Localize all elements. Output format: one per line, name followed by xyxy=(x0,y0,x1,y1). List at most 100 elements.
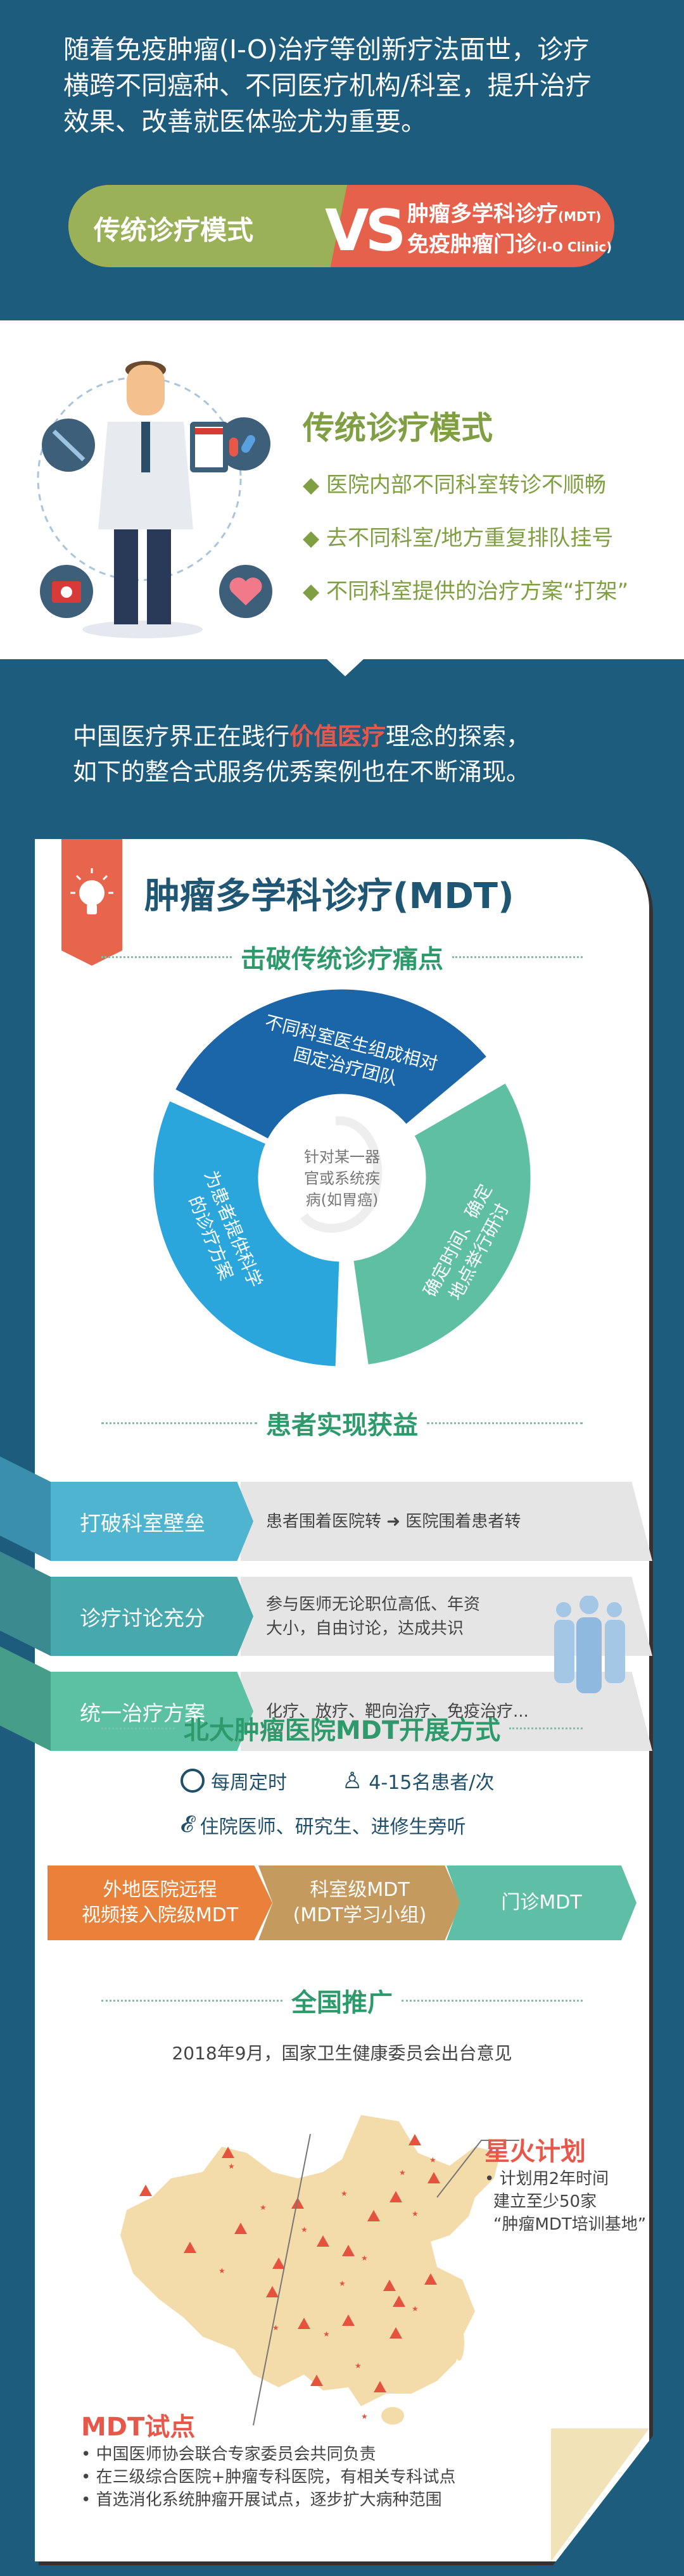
benefit-row: 打破科室壁垒 患者围着医院转 ➜ 医院围着患者转 xyxy=(51,1482,652,1561)
text: 4-15名患者/次 xyxy=(369,1772,495,1794)
pilot-marker-icon xyxy=(390,2327,402,2339)
pilot-marker-icon xyxy=(272,2257,285,2269)
spark-marker-icon: ★ xyxy=(218,2266,225,2275)
spark-marker-icon: ★ xyxy=(412,2209,419,2218)
spark-marker-icon: ★ xyxy=(355,2361,362,2370)
cycle-center: 针对某一器 官或系统疾 病(如胃癌) xyxy=(279,1146,405,1211)
vs-right-text: 肿瘤多学科诊疗 xyxy=(407,201,558,227)
pilot-marker-icon xyxy=(374,2381,386,2392)
pilot-marker-icon xyxy=(310,2375,323,2386)
spark-title: 星火计划 xyxy=(484,2137,586,2166)
vs-mark: VS xyxy=(325,198,407,264)
spark-marker-icon: ★ xyxy=(429,2156,436,2164)
text: 病(如胃癌) xyxy=(305,1191,379,1209)
vs-background xyxy=(68,185,614,267)
text: 理念的探索， xyxy=(386,723,531,750)
spark-marker-icon: ★ xyxy=(301,2225,308,2234)
medkit-icon xyxy=(40,565,93,618)
text: 建立至少50家 xyxy=(493,2192,597,2211)
section-header: 患者实现获益 xyxy=(101,1405,583,1441)
spark-marker-icon: ★ xyxy=(412,2304,419,2313)
schedule-info: 每周定时 xyxy=(180,1767,287,1795)
pilot-marker-icon xyxy=(266,2286,279,2297)
pilot-marker-icon xyxy=(184,2242,196,2253)
pilot-marker-icon xyxy=(408,2134,421,2145)
spark-marker-icon: ★ xyxy=(361,2254,368,2263)
benefit-label: 统一治疗方案 xyxy=(80,1700,205,1726)
spark-marker-icon: ★ xyxy=(228,2162,235,2171)
traditional-item: ◆ 去不同科室/地方重复排队挂号 xyxy=(303,526,614,551)
text: • 计划用2年时间 xyxy=(484,2169,609,2188)
stomach-icon xyxy=(300,1116,383,1233)
pilot-marker-icon xyxy=(222,2147,234,2158)
traditional-title: 传统诊疗模式 xyxy=(303,410,493,446)
text: • 首选消化系统肿瘤开展试点，逐步扩大病种范围 xyxy=(81,2491,442,2510)
spark-marker-icon: ★ xyxy=(260,2203,267,2212)
section-title: 北大肿瘤医院MDT开展方式 xyxy=(183,1716,501,1745)
bookmark-badge xyxy=(61,839,122,966)
text: 官或系统疾 xyxy=(304,1170,380,1187)
pilot-title: MDT试点 xyxy=(81,2413,196,2442)
text: 住院医师、研究生、进修生旁听 xyxy=(200,1816,466,1838)
people-icon xyxy=(554,1596,625,1693)
pilot-marker-icon xyxy=(367,2210,380,2221)
section-header: 全国推广 xyxy=(101,1982,583,2019)
vs-right-suffix: (I-O Clinic) xyxy=(536,239,612,255)
vs-left-bg xyxy=(68,185,347,267)
traditional-item: ◆ 不同科室提供的治疗方案“打架” xyxy=(303,579,629,604)
text: 科室级MDT xyxy=(310,1879,410,1901)
text: • 中国医师协会联合专家委员会共同负责 xyxy=(81,2445,376,2464)
pilot-marker-icon xyxy=(342,2245,355,2256)
text: • 在三级综合医院+肿瘤专科医院，有相关专科试点 xyxy=(81,2468,456,2487)
spark-marker-icon: ★ xyxy=(361,2412,368,2421)
ear-icon: 𝓔 xyxy=(180,1812,194,1838)
pilot-marker-icon xyxy=(234,2223,247,2234)
vs-right-text: 免疫肿瘤门诊 xyxy=(407,232,536,257)
pointer-arrow xyxy=(326,659,364,676)
benefit-desc: 患者围着医院转 ➜ 医院围着患者转 xyxy=(266,1482,521,1561)
text: 外地医院远程 xyxy=(103,1879,217,1901)
text: 大小，自由讨论，达成共识 xyxy=(266,1619,464,1638)
vs-right-label-2: 免疫肿瘤门诊(I-O Clinic) xyxy=(407,227,612,258)
intro-line: 随着免疫肿瘤(I-O)治疗等创新疗法面世，诊疗 xyxy=(63,34,590,65)
transition-text: 中国医疗界正在践行价值医疗理念的探索， 如下的整合式服务优秀案例也在不断涌现。 xyxy=(73,719,530,790)
spark-marker-icon: ★ xyxy=(341,2189,348,2198)
mdt-step: 门诊MDT xyxy=(446,1866,636,1940)
pilot-marker-icon xyxy=(393,2295,405,2307)
lightbulb-icon xyxy=(70,868,113,914)
pilot-marker-icon xyxy=(317,2235,329,2247)
cycle-segment-left xyxy=(153,989,531,1367)
highlight-text: 价值医疗 xyxy=(289,723,386,750)
mdt-step: 科室级MDT(MDT学习小组) xyxy=(258,1866,461,1940)
traditional-item: ◆ 医院内部不同科室转诊不顺畅 xyxy=(303,472,606,498)
text: 每周定时 xyxy=(211,1772,287,1794)
intro-line: 效果、改善就医体验尤为重要。 xyxy=(63,106,427,137)
clock-icon xyxy=(180,1769,205,1793)
spark-plan: 星火计划 • 计划用2年时间 建立至少50家 “肿瘤MDT培训基地” xyxy=(484,2131,646,2236)
mdt-pilot: MDT试点 • 中国医师协会联合专家委员会共同负责 • 在三级综合医院+肿瘤专科… xyxy=(81,2406,455,2511)
mdt-step: 外地医院远程视频接入院级MDT xyxy=(48,1866,272,1940)
person-icon: ♙ xyxy=(342,1767,363,1794)
section-title: 全国推广 xyxy=(291,1988,393,2017)
syringe-icon xyxy=(42,419,95,472)
pilot-marker-icon xyxy=(291,2197,304,2209)
text: 患者围着医院转 ➜ 医院围着患者转 xyxy=(266,1512,521,1531)
heart-icon xyxy=(219,565,272,618)
vs-left-label: 传统诊疗模式 xyxy=(94,215,254,246)
benefit-label: 打破科室壁垒 xyxy=(80,1510,205,1536)
text: 参与医师无论职位高低、年资 xyxy=(266,1594,481,1614)
section-title: 击破传统诊疗痛点 xyxy=(241,945,443,974)
text: “肿瘤MDT培训基地” xyxy=(493,2215,647,2234)
vs-banner: 传统诊疗模式 VS 肿瘤多学科诊疗(MDT) 免疫肿瘤门诊(I-O Clinic… xyxy=(68,185,614,267)
text: 门诊MDT xyxy=(501,1891,582,1914)
policy-text: 2018年9月，国家卫生健康委员会出台意见 xyxy=(172,2043,512,2064)
text: 中国医疗界正在践行 xyxy=(73,723,290,750)
pilot-marker-icon xyxy=(428,2172,440,2183)
vs-right-label-1: 肿瘤多学科诊疗(MDT) xyxy=(407,196,601,227)
pilot-marker-icon xyxy=(342,2314,355,2326)
section-header: 击破传统诊疗痛点 xyxy=(101,938,583,975)
audience-info: 𝓔 住院医师、研究生、进修生旁听 xyxy=(180,1811,466,1839)
mdt-title: 肿瘤多学科诊疗(MDT) xyxy=(144,876,514,917)
text: 视频接入院级MDT xyxy=(81,1904,239,1926)
china-map: ★★★★★★★★★★★★★★★ xyxy=(120,2115,519,2426)
